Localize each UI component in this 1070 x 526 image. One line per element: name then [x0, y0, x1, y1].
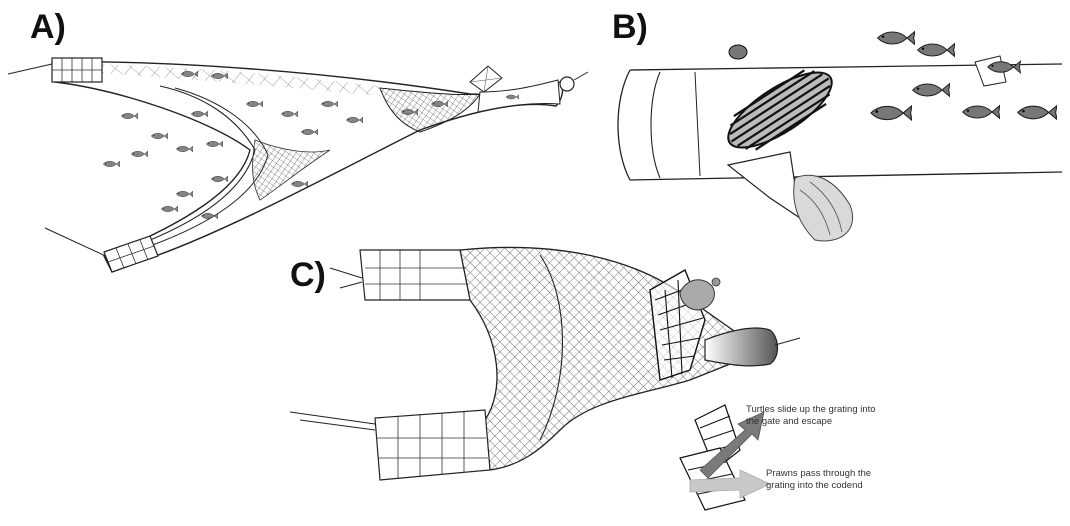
panel-b-grid-device	[618, 31, 1062, 241]
panel-label-c: C)	[290, 258, 326, 292]
panel-label-a: A)	[30, 10, 66, 44]
panel-label-b: B)	[612, 10, 648, 44]
panel-b-fish-group	[871, 31, 1057, 120]
turtle-escape-annotation: Turtles slide up the grating into the ga…	[746, 404, 876, 428]
panel-a-trawl-net	[8, 58, 588, 272]
prawn-pass-annotation: Prawns pass through the grating into the…	[766, 468, 876, 492]
